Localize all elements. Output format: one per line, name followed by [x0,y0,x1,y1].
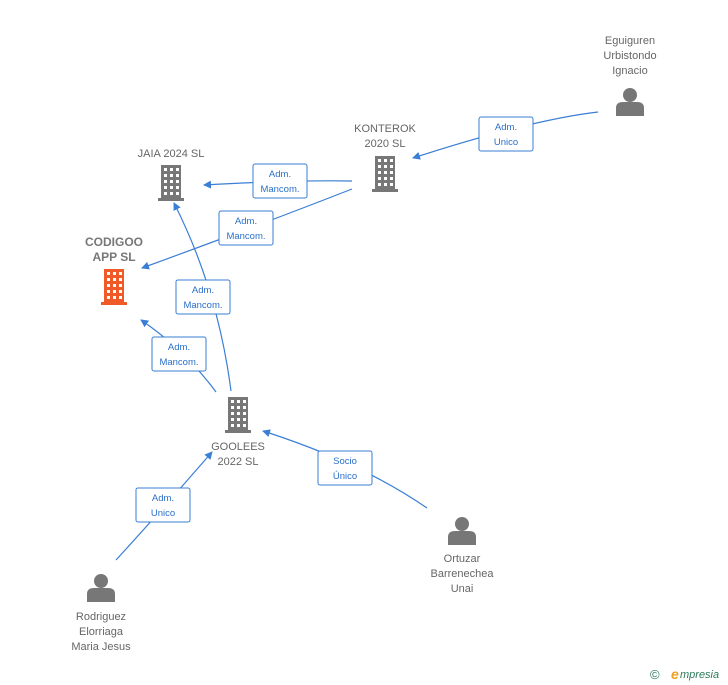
edge-label-text: Adm. [235,216,257,227]
edge-label-box [317,450,373,486]
edge-label-goolees-to-codigoo: Adm. Mancom. [151,336,207,372]
node-goolees[interactable]: GOOLEES 2022 SL [211,397,265,468]
node-label-ortuzar: Ortuzar [444,553,481,565]
person-icon [448,517,476,545]
edge-label-text: Unico [151,508,175,519]
building-icon [101,269,127,305]
edge-label-box [175,279,231,315]
node-label-goolees: GOOLEES [211,441,265,453]
node-jaia[interactable]: JAIA 2024 SL [138,148,205,201]
edge-label-box [151,336,207,372]
node-label-rodriguez: Rodriguez [76,611,126,623]
node-label-codigoo: APP SL [92,250,135,264]
edge-label-egui-to-konterok: Adm. Unico [478,116,534,152]
edge-labels-layer: Adm.UnicoAdm.Mancom.Adm.Mancom.Adm.Manco… [135,116,534,523]
brand-logo-text: mpresia [680,669,719,681]
building-icon [372,156,398,192]
node-label-konterok: KONTEROK [354,123,416,135]
node-label-codigoo: CODIGOO [85,235,143,249]
edge-label-text: Unico [494,137,518,148]
edge-label-text: Único [333,471,357,482]
edge-label-text: Mancom. [183,300,222,311]
node-label-jaia: JAIA 2024 SL [138,148,205,160]
edge-label-rodriguez-to-goolees: Adm. Unico [135,487,191,523]
node-label-egui: Ignacio [612,65,647,77]
brand-logo-initial: e [671,666,679,682]
node-label-goolees: 2022 SL [218,456,259,468]
edge-label-konterok-to-jaia: Adm. Mancom. [252,163,308,199]
edge-label-box [252,163,308,199]
edge-label-box [478,116,534,152]
edge-label-box [218,210,274,246]
building-icon [158,165,184,201]
copyright-icon: © [650,667,660,682]
edge-label-box [135,487,191,523]
person-icon [87,574,115,602]
edge-label-text: Adm. [269,169,291,180]
edge-label-text: Mancom. [226,231,265,242]
node-label-ortuzar: Barrenechea [431,568,495,580]
edge-label-text: Adm. [192,285,214,296]
edge-label-text: Adm. [168,342,190,353]
edge-label-text: Adm. [152,493,174,504]
edge-label-text: Mancom. [159,357,198,368]
footer: © e mpresia [650,666,719,682]
node-label-egui: Eguiguren [605,35,655,47]
edge-label-text: Socio [333,456,357,467]
person-icon [616,88,644,116]
edge-label-goolees-to-jaia: Adm. Mancom. [175,279,231,315]
node-label-konterok: 2020 SL [365,138,406,150]
building-icon [225,397,251,433]
edge-label-text: Adm. [495,122,517,133]
node-konterok[interactable]: KONTEROK 2020 SL [354,123,417,192]
edge-label-text: Mancom. [260,184,299,195]
edge-label-konterok-to-codigoo: Adm. Mancom. [218,210,274,246]
node-label-rodriguez: Maria Jesus [71,641,131,653]
node-label-ortuzar: Unai [451,583,474,595]
node-label-rodriguez: Elorriaga [79,626,124,638]
node-label-egui: Urbistondo [603,50,656,62]
